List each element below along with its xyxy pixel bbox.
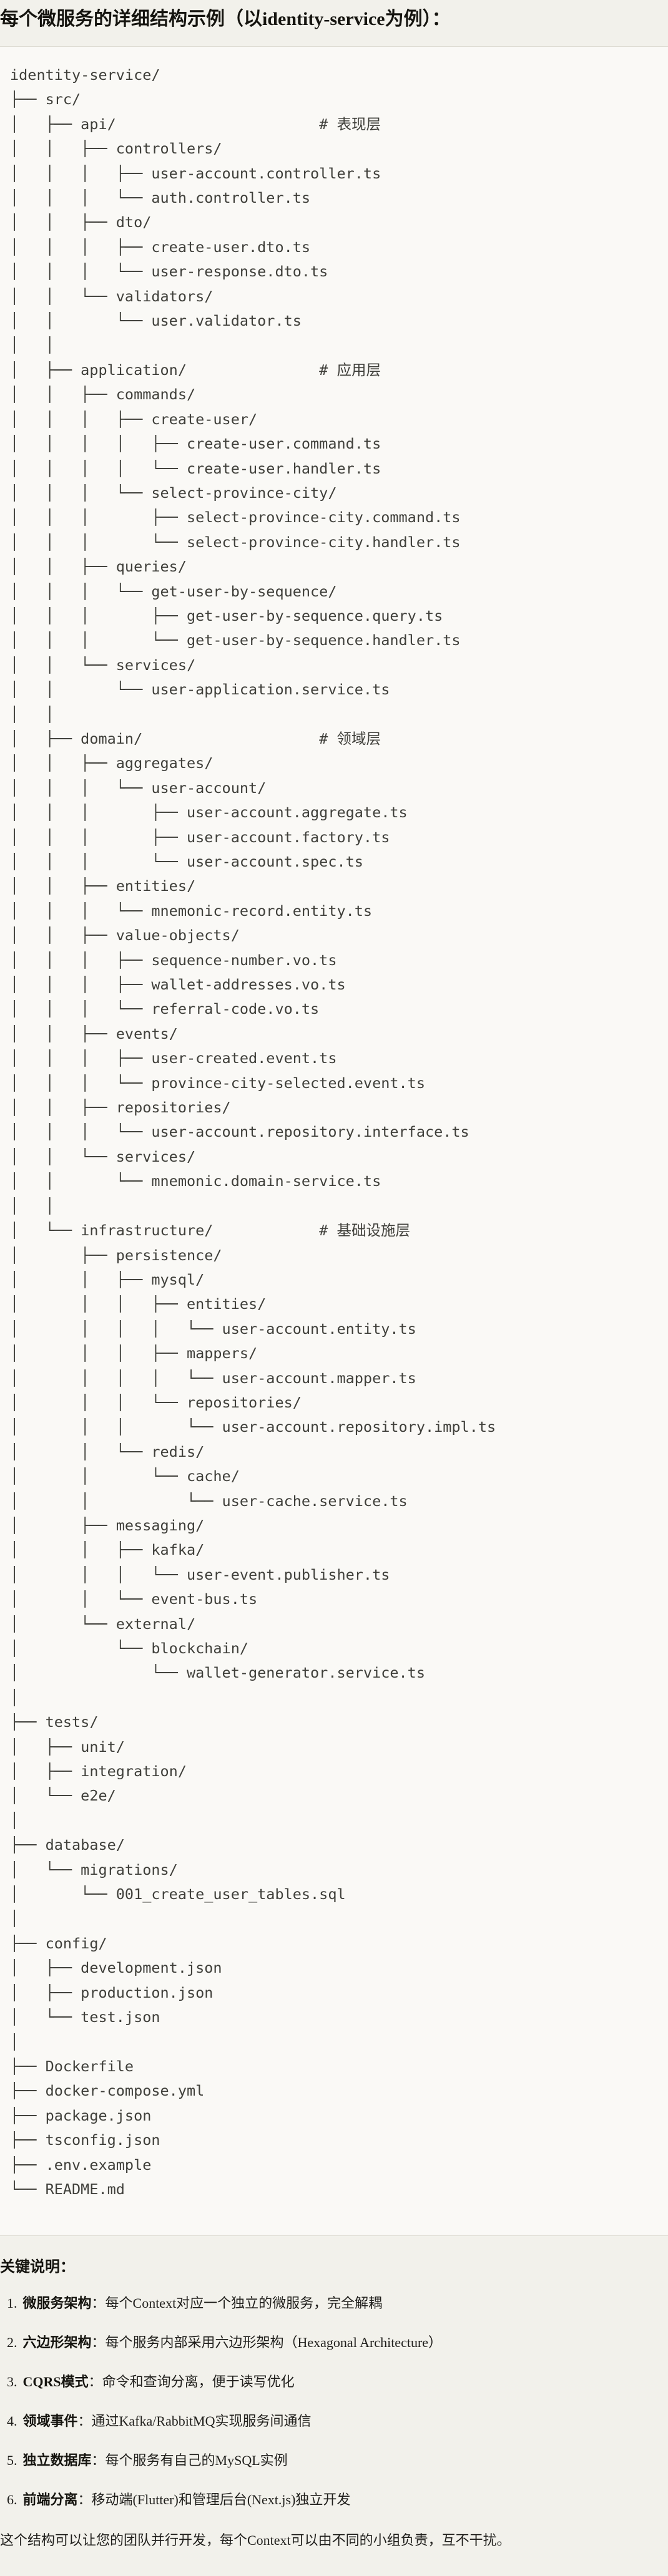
list-item-desc: ：命令和查询分离，便于读写优化: [88, 2374, 295, 2390]
list-item-number: 5.: [7, 2452, 17, 2469]
list-item-desc: ：移动端(Flutter)和管理后台(Next.js)独立开发: [77, 2492, 351, 2508]
chat-message: 每个微服务的详细结构示例（以identity-service为例）： ident…: [0, 7, 668, 2550]
list-item-number: 4.: [7, 2413, 17, 2429]
list-item-term: 六边形架构: [22, 2335, 92, 2351]
list-item-desc: ：通过Kafka/RabbitMQ实现服务间通信: [77, 2413, 312, 2429]
notes-heading: 关键说明：: [0, 2259, 75, 2276]
list-item-term: 独立数据库: [22, 2452, 92, 2469]
notes-section: 关键说明： 1. 微服务架构：每个Context对应一个独立的微服务，完全解耦 2…: [0, 2257, 668, 2550]
list-item-hexagonal-architecture: 2. 六边形架构：每个服务内部采用六边形架构（Hexagonal Architec…: [7, 2333, 668, 2352]
list-item-term: 前端分离: [22, 2492, 78, 2508]
list-item-term: CQRS模式: [22, 2374, 89, 2390]
list-item-microservice-architecture: 1. 微服务架构：每个Context对应一个独立的微服务，完全解耦: [7, 2294, 668, 2313]
page-title: 每个微服务的详细结构示例（以identity-service为例）：: [0, 9, 451, 29]
list-item-term: 微服务架构: [22, 2295, 92, 2311]
list-item-term: 领域事件: [22, 2413, 78, 2429]
list-item-number: 3.: [7, 2374, 17, 2390]
notes-list: 1. 微服务架构：每个Context对应一个独立的微服务，完全解耦 2. 六边形架构…: [0, 2294, 668, 2509]
list-item-desc: ：每个Context对应一个独立的微服务，完全解耦: [91, 2295, 383, 2311]
list-item-number: 2.: [7, 2335, 17, 2351]
list-item-domain-events: 4. 领域事件：通过Kafka/RabbitMQ实现服务间通信: [7, 2412, 668, 2431]
directory-tree: identity-service/ ├── src/ │ ├── api/ # …: [10, 66, 496, 2198]
list-item-frontend-separation: 6. 前端分离：移动端(Flutter)和管理后台(Next.js)独立开发: [7, 2491, 668, 2509]
list-item-number: 1.: [7, 2295, 17, 2311]
code-block: identity-service/ ├── src/ │ ├── api/ # …: [0, 46, 668, 2237]
list-item-number: 6.: [7, 2492, 17, 2508]
list-item-desc: ：每个服务有自己的MySQL实例: [91, 2452, 288, 2469]
list-item-independent-database: 5. 独立数据库：每个服务有自己的MySQL实例: [7, 2451, 668, 2470]
list-item-cqrs-pattern: 3. CQRS模式：命令和查询分离，便于读写优化: [7, 2373, 668, 2391]
list-item-desc: ：每个服务内部采用六边形架构（Hexagonal Architecture）: [91, 2335, 443, 2351]
closing-paragraph: 这个结构可以让您的团队并行开发，每个Context可以由不同的小组负责，互不干扰…: [0, 2532, 511, 2549]
